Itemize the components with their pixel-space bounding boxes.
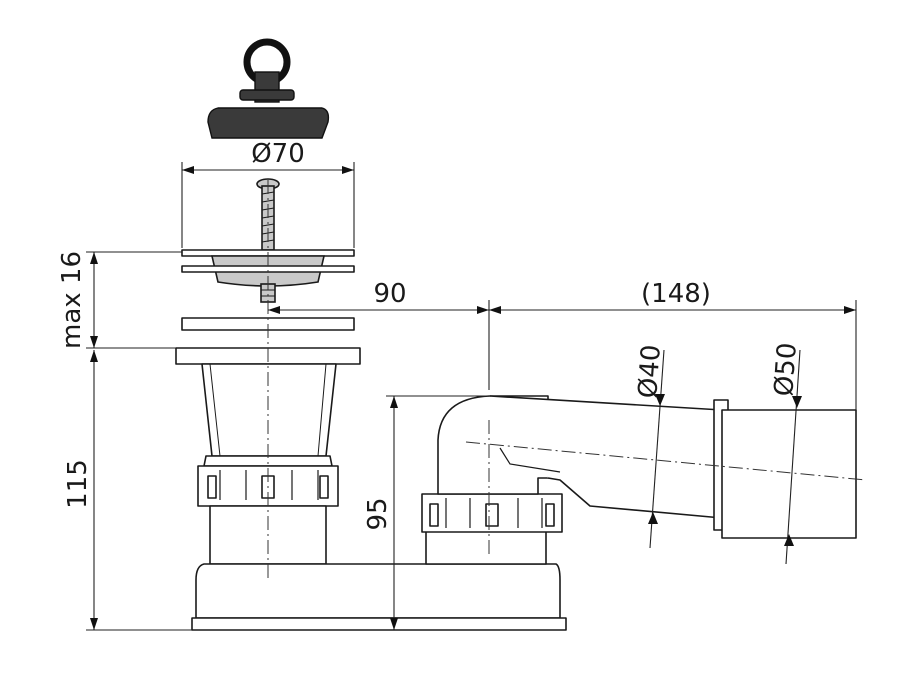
height-115-dimension: 115 (63, 350, 192, 631)
trap-body (175, 347, 567, 631)
diameter-70-label: Ø70 (251, 139, 305, 169)
max-16-label: max 16 (57, 251, 87, 349)
offset-90-dimension: 90 (268, 279, 490, 390)
diameter-70-dimension: Ø70 (181, 139, 355, 248)
height-115-label: 115 (63, 459, 93, 509)
height-95-label: 95 (363, 497, 393, 530)
diameter-50-dimension: Ø50 (769, 342, 803, 565)
diameter-40-label: Ø40 (633, 344, 667, 400)
outlet-pipe-center-line (465, 441, 867, 481)
height-95-dimension: 95 (363, 395, 488, 630)
diameter-40-dimension: Ø40 (633, 344, 667, 549)
offset-90-label: 90 (373, 279, 406, 309)
diameter-50-label: Ø50 (769, 342, 803, 398)
max-16-dimension: max 16 (57, 251, 182, 349)
length-148-label: (148) (641, 279, 711, 309)
length-148-dimension: (148) (489, 279, 857, 412)
rubber-plug (207, 38, 330, 139)
